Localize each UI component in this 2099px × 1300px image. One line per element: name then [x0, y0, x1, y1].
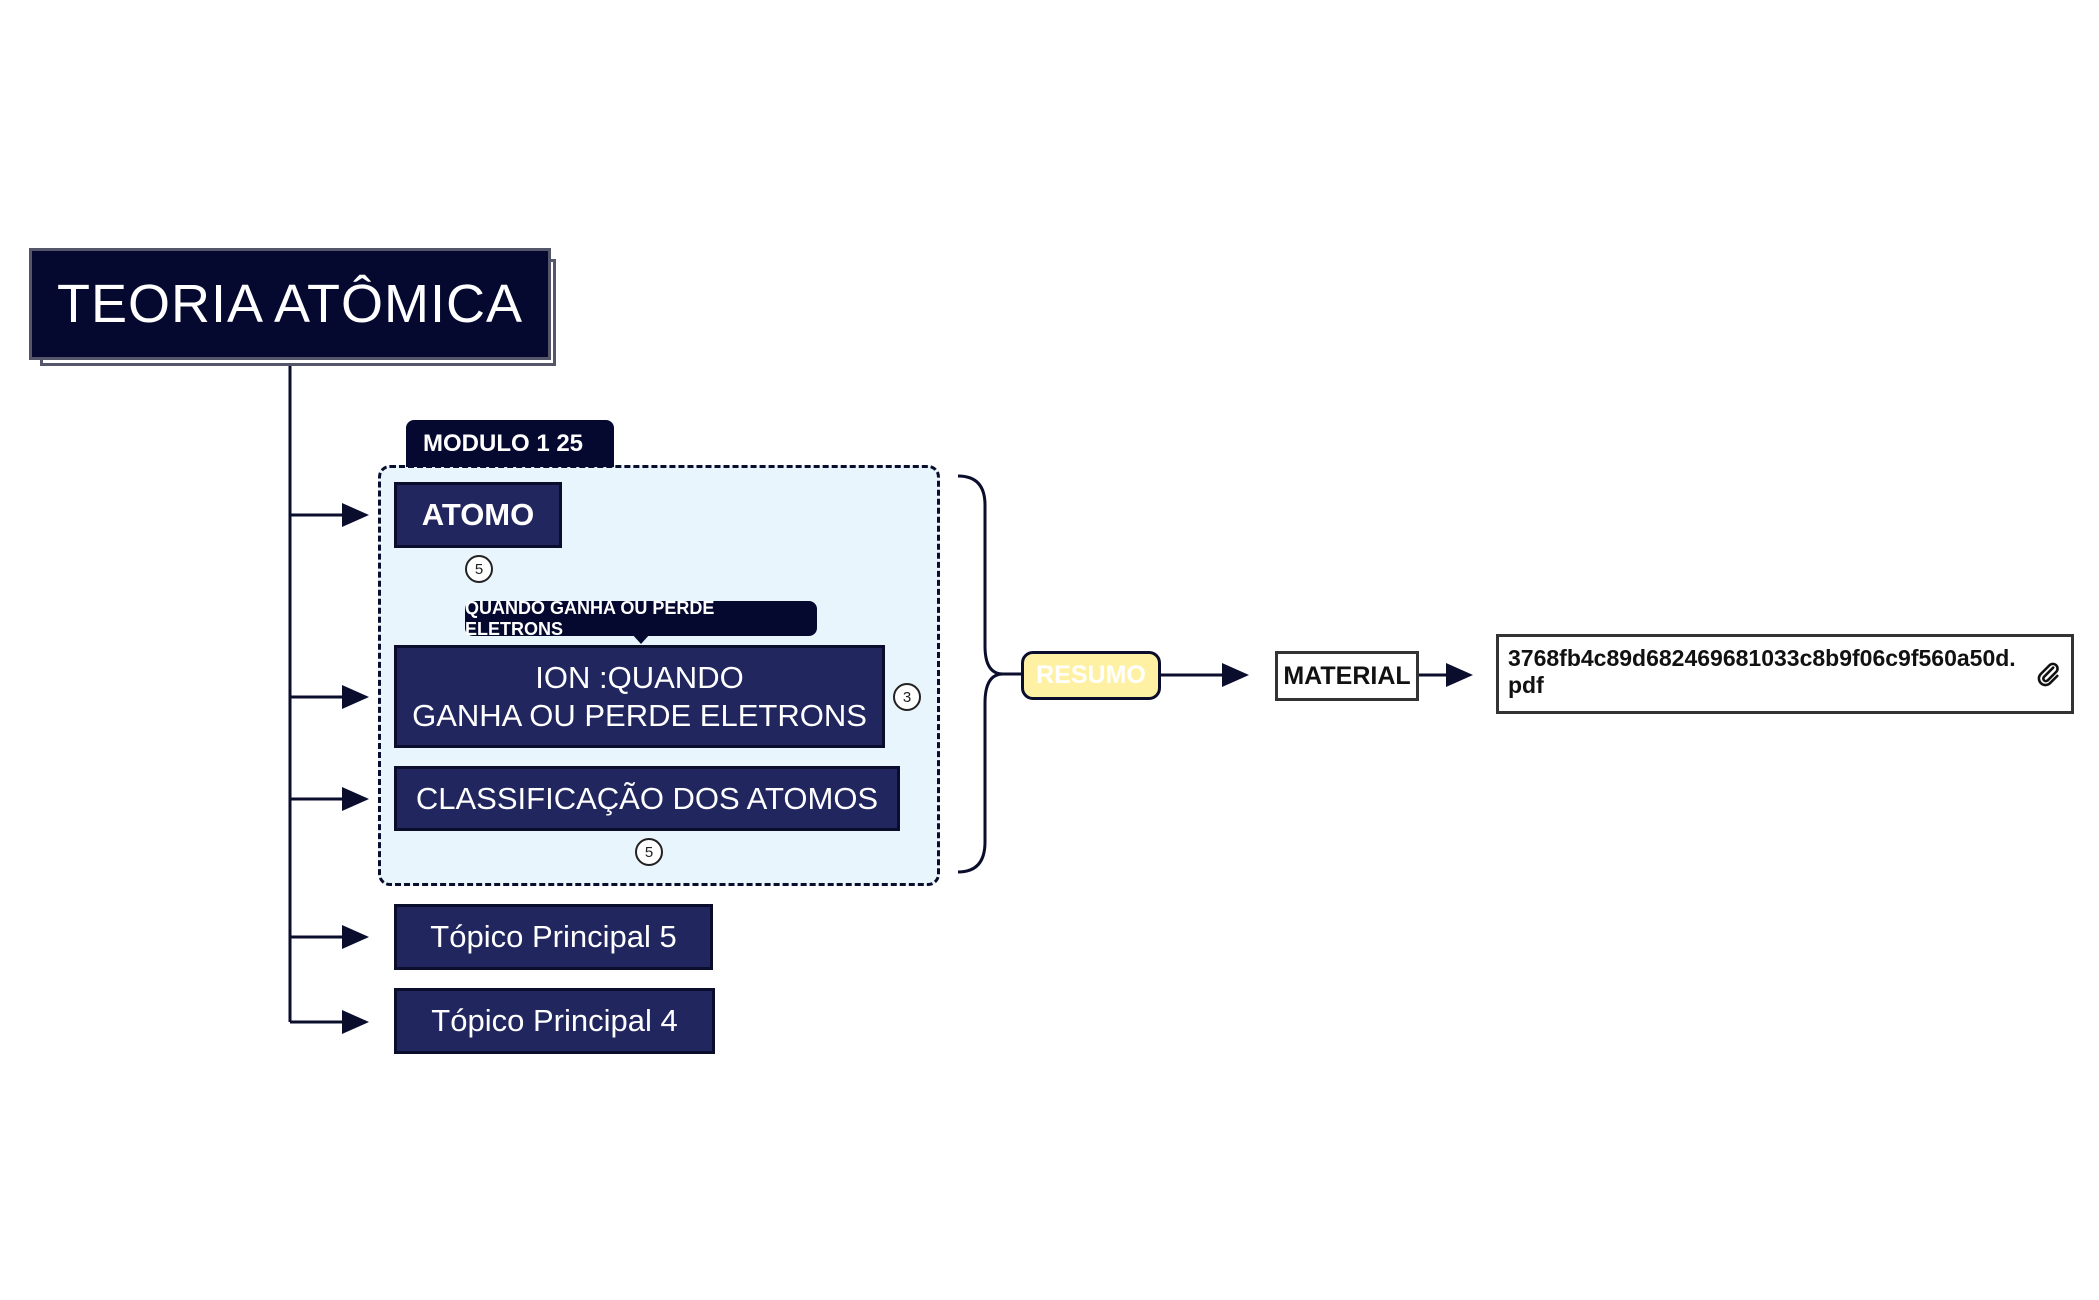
topic-ion-label-line1: ION :QUANDO — [535, 659, 744, 695]
topic-classificacao-label: CLASSIFICAÇÃO DOS ATOMOS — [415, 780, 879, 816]
topic-atomo-label: ATOMO — [421, 497, 535, 532]
topic-atomo[interactable]: ATOMO — [394, 482, 562, 548]
topic-classificacao-count-badge[interactable]: 5 — [635, 838, 663, 866]
callout-ion[interactable]: QUANDO GANHA OU PERDE ELETRONS — [465, 598, 817, 639]
topic-ion[interactable]: ION :QUANDO GANHA OU PERDE ELETRONS — [394, 645, 885, 748]
attachment-file[interactable]: 3768fb4c89d682469681033c8b9f06c9f560a50d… — [1496, 634, 2074, 714]
summary-resumo[interactable]: RESUMO — [1021, 651, 1161, 700]
root-topic[interactable]: TEORIA ATÔMICA — [29, 248, 551, 360]
topic-principal-5-label: Tópico Principal 5 — [430, 919, 677, 954]
topic-principal-5[interactable]: Tópico Principal 5 — [394, 904, 713, 970]
topic-classificacao[interactable]: CLASSIFICAÇÃO DOS ATOMOS — [394, 766, 900, 831]
topic-material[interactable]: MATERIAL — [1275, 651, 1419, 701]
paperclip-icon[interactable] — [2034, 660, 2062, 688]
topic-principal-4-label: Tópico Principal 4 — [431, 1003, 678, 1038]
topic-ion-label-line2: GANHA OU PERDE ELETRONS — [412, 697, 867, 733]
attachment-filename: 3768fb4c89d682469681033c8b9f06c9f560a50d… — [1508, 645, 2016, 698]
material-label: MATERIAL — [1283, 661, 1411, 690]
topic-atomo-count-badge[interactable]: 5 — [465, 555, 493, 583]
topic-principal-4[interactable]: Tópico Principal 4 — [394, 988, 715, 1054]
boundary-label: MODULO 1 25 — [406, 420, 614, 467]
root-topic-title: TEORIA ATÔMICA — [56, 274, 524, 334]
summary-label: RESUMO — [1036, 661, 1146, 689]
callout-ion-pointer — [632, 634, 650, 644]
topic-ion-count-badge[interactable]: 3 — [893, 683, 921, 711]
